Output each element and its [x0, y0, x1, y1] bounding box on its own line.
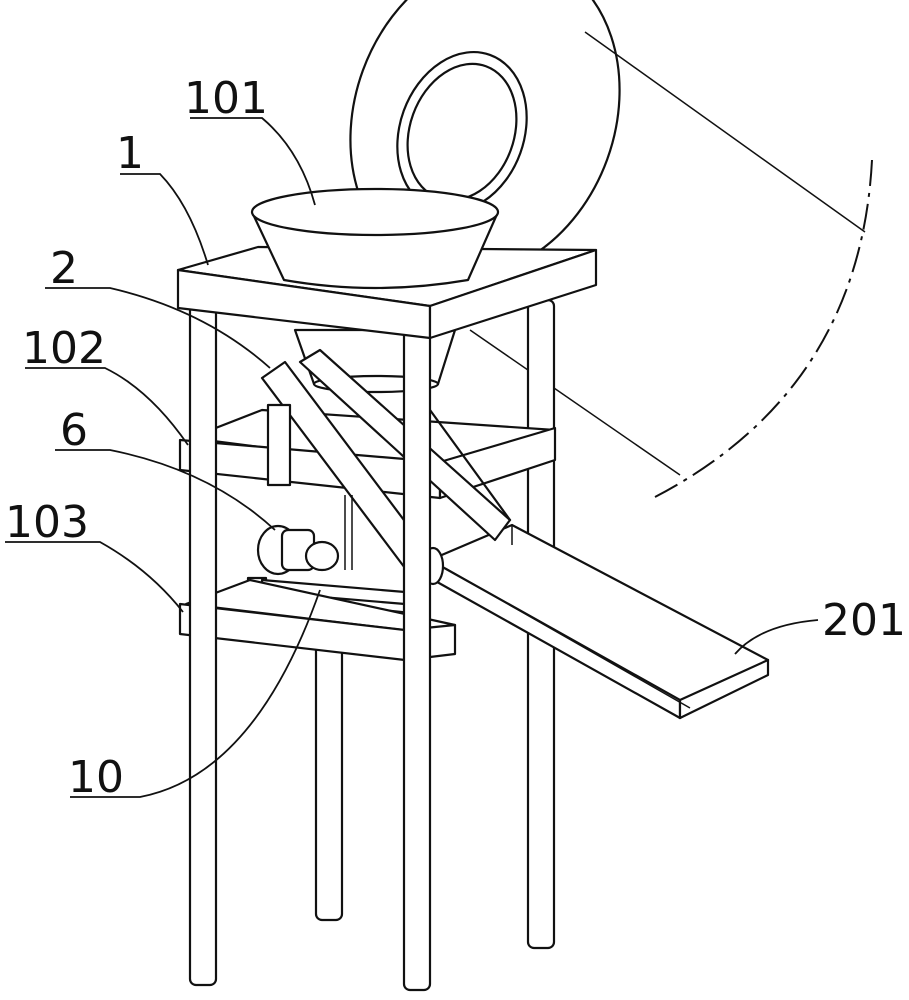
- label-chute: 2: [50, 243, 78, 294]
- label-main-frame: 1: [116, 128, 144, 179]
- label-lower-crossbar: 103: [5, 497, 89, 548]
- label-discharge-trough: 201: [822, 595, 906, 646]
- hopper-bowl: [252, 189, 498, 288]
- label-hopper: 101: [184, 73, 268, 124]
- label-motor: 6: [60, 405, 88, 456]
- discharge-trough: [430, 525, 768, 718]
- label-drive-belt: 10: [68, 752, 124, 803]
- label-upper-crossbar: 102: [22, 323, 106, 374]
